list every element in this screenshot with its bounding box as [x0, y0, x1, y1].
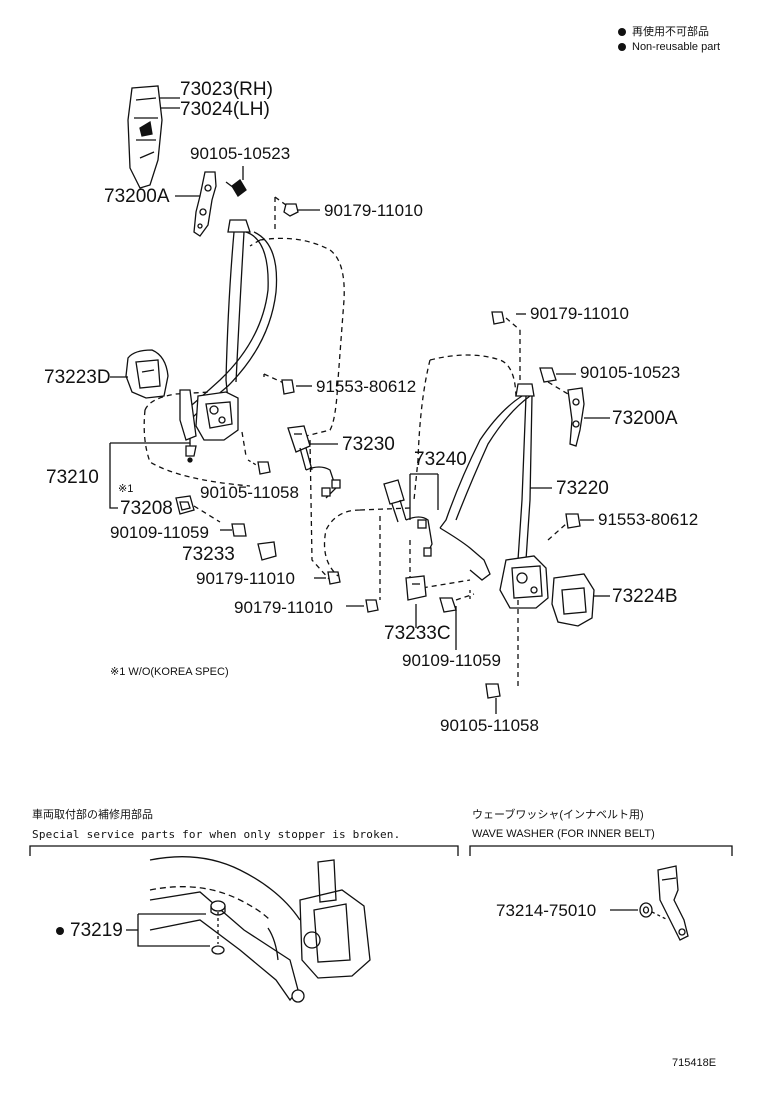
non-reusable-dot-icon	[618, 43, 626, 52]
bolt-icon	[565, 513, 581, 529]
bolt-icon	[257, 461, 271, 475]
footnote: ※1 W/O(KOREA SPEC)	[110, 666, 229, 678]
non-reusable-dot-icon	[56, 926, 64, 935]
part-label: 90179-11010	[196, 569, 295, 588]
bolt-icon	[225, 179, 247, 197]
part-label: 90105-11058	[440, 716, 539, 735]
nut-icon	[327, 571, 341, 585]
height-adjuster-left	[193, 171, 217, 237]
part-label: 90109-11059	[110, 523, 209, 542]
service-title-en: Special service parts for when only stop…	[32, 828, 401, 841]
part-label: 90105-10523	[190, 144, 291, 163]
legend-en-text: Non-reusable part	[632, 41, 721, 53]
guide-73208	[175, 495, 195, 515]
right-seat-belt	[439, 383, 549, 609]
section-bracket-right	[469, 845, 733, 856]
part-label: 73024(LH)	[180, 99, 270, 120]
part-label: 73220	[556, 478, 609, 499]
note-ref: ※1	[118, 483, 134, 495]
height-adjuster-right	[567, 387, 585, 447]
legend-jp-text: 再使用不可部品	[632, 26, 709, 38]
part-label: 73233	[182, 544, 235, 565]
diagram-id: 715418E	[672, 1057, 717, 1069]
bolt-icon	[220, 523, 247, 537]
cover-73233	[257, 541, 277, 561]
washer-title-en: WAVE WASHER (FOR INNER BELT)	[472, 828, 655, 840]
nut-icon	[491, 311, 505, 325]
legend-jp: 再使用不可部品	[618, 27, 709, 38]
part-label: 73200A	[104, 186, 170, 207]
part-label: 90109-11059	[402, 651, 501, 670]
part-label: 90179-11010	[234, 598, 333, 617]
part-label: 73208	[120, 498, 173, 519]
part-label: 91553-80612	[316, 377, 417, 396]
part-label: 73230	[342, 434, 395, 455]
part-label: 90105-11058	[200, 483, 299, 502]
cover-73233C	[405, 575, 427, 601]
non-reusable-dot-icon	[618, 28, 626, 37]
part-label: 90179-11010	[530, 304, 629, 323]
retractor-cover-right	[551, 573, 595, 627]
retractor-cover-left	[125, 349, 169, 399]
part-label: 73224B	[612, 586, 678, 607]
service-title-jp: 車両取付部の補修用部品	[32, 809, 153, 821]
part-label: 73233C	[384, 623, 451, 644]
part-label: 73223D	[44, 367, 111, 388]
bolt-icon	[281, 379, 295, 395]
wave-washer-illustration	[639, 865, 689, 941]
part-label: 73219	[70, 920, 123, 941]
bolt-icon	[539, 367, 557, 383]
part-label: 91553-80612	[598, 510, 699, 529]
part-label: 73240	[414, 449, 467, 470]
part-label: 73214-75010	[496, 901, 597, 920]
part-label: 90105-10523	[580, 363, 681, 382]
part-label: 73023(RH)	[180, 79, 273, 100]
shoulder-cover-part	[127, 85, 163, 189]
buckle-73230	[287, 425, 341, 499]
bolt-icon	[439, 597, 457, 613]
left-seat-back-outline	[249, 237, 345, 437]
part-label-73219: 73219	[56, 921, 123, 940]
nut-icon	[365, 599, 379, 613]
bolt-icon	[485, 683, 501, 699]
nut-icon	[283, 203, 299, 217]
part-label: 90179-11010	[324, 201, 423, 220]
buckle-73240	[383, 479, 433, 557]
legend-en: Non-reusable part	[618, 42, 720, 53]
part-label: 73200A	[612, 408, 678, 429]
left-seat-belt	[179, 219, 278, 441]
stopper-illustration	[149, 856, 371, 1003]
part-label: 73210	[46, 467, 99, 488]
washer-title-jp: ウェーブワッシャ(インナベルト用)	[472, 809, 644, 821]
section-bracket-left	[29, 845, 459, 856]
